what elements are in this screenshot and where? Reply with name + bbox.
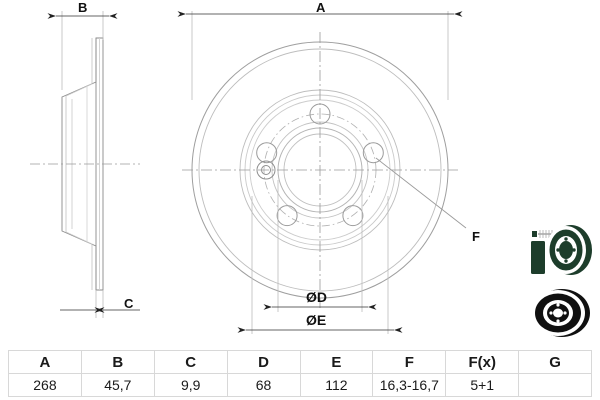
front-view — [182, 32, 458, 308]
header-cell-d: D — [226, 350, 301, 374]
header-cell-c: C — [153, 350, 228, 374]
value-cell-d: 68 — [226, 373, 301, 397]
header-cell-f: F — [372, 350, 447, 374]
label-diameter-e: ØE — [306, 312, 327, 328]
label-diameter-d: ØD — [306, 289, 327, 305]
dimensions-table: A B C D E F F(x) G 268 45,7 9,9 68 112 1… — [8, 350, 592, 397]
dimension-diameter-d — [263, 180, 377, 312]
product-photo-dark — [531, 289, 590, 337]
value-cell-a: 268 — [8, 373, 82, 397]
dimension-a — [177, 11, 463, 100]
value-cell-c: 9,9 — [153, 373, 228, 397]
table-row: 268 45,7 9,9 68 112 16,3-16,7 5+1 — [8, 373, 592, 397]
header-cell-a: A — [8, 350, 82, 374]
side-section-view — [30, 37, 140, 291]
bolt-hole — [276, 205, 298, 227]
bolt-hole — [256, 142, 278, 164]
dimension-diameter-e — [237, 196, 403, 334]
product-photo-green — [531, 225, 592, 275]
bolt-hole — [362, 142, 384, 164]
value-cell-g — [518, 373, 592, 397]
header-cell-b: B — [80, 350, 155, 374]
header-cell-g: G — [518, 350, 592, 374]
value-cell-f: 16,3-16,7 — [372, 373, 447, 397]
hub-upper-profile — [61, 38, 97, 164]
bolt-hole — [342, 205, 364, 227]
disc-friction-outer — [198, 48, 442, 292]
hub-lower-profile — [61, 164, 97, 290]
drawing-svg — [30, 11, 592, 337]
value-cell-b: 45,7 — [80, 373, 155, 397]
value-cell-fx: 5+1 — [445, 373, 520, 397]
header-cell-fx: F(x) — [445, 350, 520, 374]
leader-line-f — [375, 157, 467, 229]
label-c: C — [124, 296, 134, 311]
dimension-b — [47, 11, 118, 90]
bolt-hole-group — [256, 103, 384, 227]
dimension-c — [60, 290, 140, 318]
technical-drawing-canvas: B C A ØD ØE F — [30, 0, 592, 337]
table-header-row: A B C D E F F(x) G — [8, 350, 592, 374]
value-cell-e: 112 — [299, 373, 374, 397]
label-a: A — [316, 0, 326, 15]
header-cell-e: E — [299, 350, 374, 374]
label-b: B — [78, 0, 88, 15]
label-f: F — [472, 229, 480, 244]
